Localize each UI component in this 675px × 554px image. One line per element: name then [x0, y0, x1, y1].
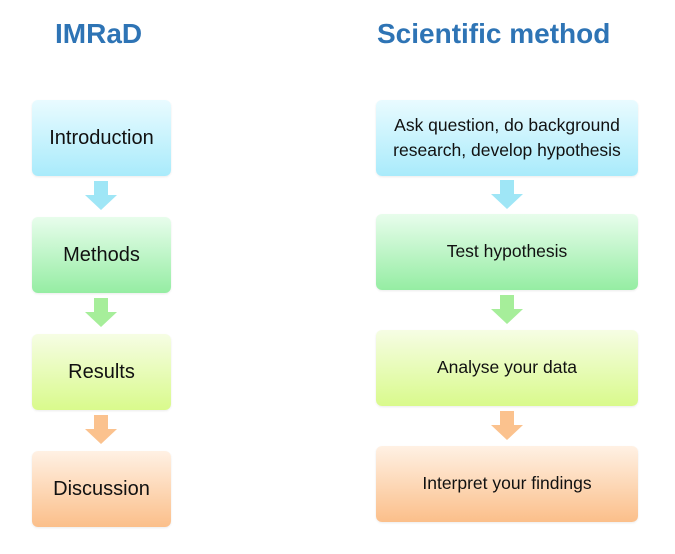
imrad-methods-box: Methods	[32, 217, 171, 293]
sci-interpret-findings-box: Interpret your findings	[376, 446, 638, 522]
down-arrow-icon	[85, 181, 117, 210]
imrad-results-box: Results	[32, 334, 171, 410]
sci-test-hypothesis-label: Test hypothesis	[446, 241, 568, 262]
imrad-discussion-box: Discussion	[32, 451, 171, 527]
scientific-method-title: Scientific method	[377, 18, 611, 49]
imrad-discussion-label: Discussion	[53, 477, 150, 500]
sci-ask-question-label: Ask question, do background research, de…	[393, 114, 621, 160]
sci-interpret-findings-label: Interpret your findings	[422, 473, 592, 494]
down-arrow-icon	[85, 298, 117, 327]
down-arrow-icon	[491, 411, 523, 440]
sci-analyse-data-box: Analyse your data	[376, 330, 638, 406]
down-arrow-icon	[491, 295, 523, 324]
down-arrow-icon	[85, 415, 117, 444]
imrad-methods-label: Methods	[63, 243, 140, 266]
imrad-introduction-box: Introduction	[32, 100, 171, 176]
down-arrow-icon	[491, 180, 523, 209]
imrad-introduction-label: Introduction	[49, 126, 154, 149]
sci-ask-question-box: Ask question, do background research, de…	[376, 100, 638, 176]
sci-test-hypothesis-box: Test hypothesis	[376, 214, 638, 290]
imrad-results-label: Results	[68, 360, 135, 383]
sci-analyse-data-label: Analyse your data	[436, 357, 578, 378]
imrad-title: IMRaD	[55, 18, 143, 49]
